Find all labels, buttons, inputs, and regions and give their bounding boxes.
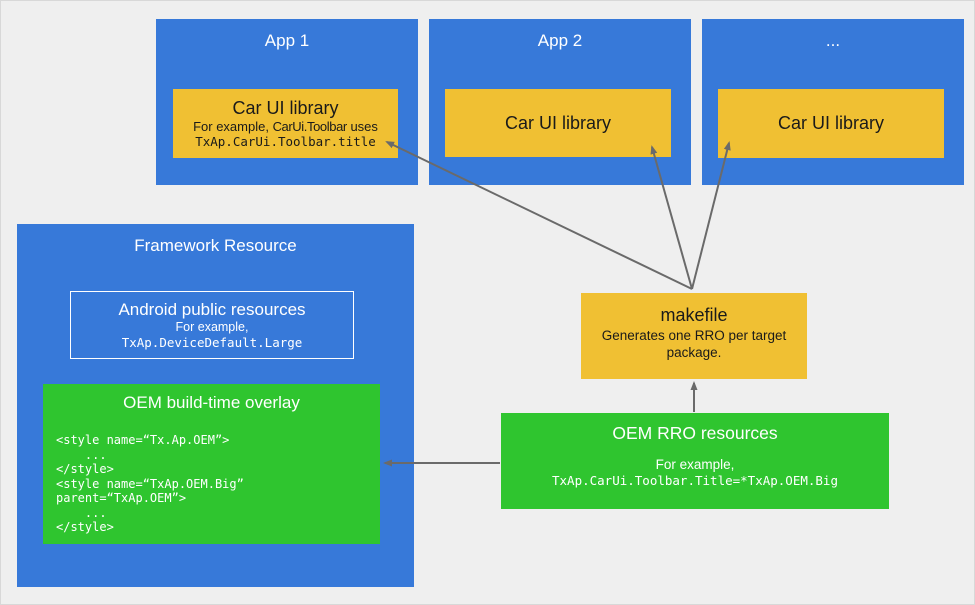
makefile-box: makefile Generates one RRO per target pa…	[581, 293, 807, 379]
android-public-resources-box: Android public resources For example, Tx…	[70, 291, 354, 359]
oem-rro-example-code: TxAp.CarUi.Toolbar.Title=*TxAp.OEM.Big	[552, 473, 838, 488]
app-3-title: ...	[825, 31, 841, 50]
example-suffix: uses	[346, 119, 378, 134]
oem-overlay-code: <style name=“Tx.Ap.OEM”> ... </style> <s…	[56, 433, 244, 534]
oem-rro-resources-title: OEM RRO resources	[612, 423, 778, 443]
car-ui-library-title: Car UI library	[504, 112, 611, 133]
public-resources-example-code: TxAp.DeviceDefault.Large	[121, 335, 303, 350]
oem-rro-example-label: For example,	[655, 457, 735, 472]
framework-resource-title: Framework Resource	[134, 236, 297, 255]
car-ui-library-title: Car UI library	[232, 98, 339, 118]
oem-build-time-overlay-box: OEM build-time overlay <style name=“Tx.A…	[43, 384, 380, 544]
example-prefix: For example,	[193, 119, 273, 134]
framework-resource-box: Framework Resource Android public resour…	[17, 224, 414, 587]
makefile-title: makefile	[660, 305, 728, 325]
app-1-car-ui-library-box: Car UI library For example, CarUi.Toolba…	[173, 89, 398, 158]
oem-rro-resources-box: OEM RRO resources For example, TxAp.CarU…	[501, 413, 889, 509]
car-ui-library-example-code: TxAp.CarUi.Toolbar.title	[195, 134, 376, 149]
oem-rro-example: For example, TxAp.CarUi.Toolbar.Title=*T…	[552, 457, 838, 488]
app-1-title: App 1	[264, 31, 310, 50]
car-ui-library-title: Car UI library	[777, 113, 884, 133]
app-2-car-ui-library-box: Car UI library	[445, 89, 671, 157]
public-resources-example-label: For example,	[175, 320, 249, 334]
app-1-box: App 1 Car UI library For example, CarUi.…	[156, 19, 418, 185]
app-3-box: ... Car UI library	[702, 19, 964, 185]
app-2-box: App 2 Car UI library	[429, 19, 691, 185]
car-ui-library-example-line: For example, CarUi.Toolbar uses	[193, 119, 378, 134]
oem-build-time-overlay-title: OEM build-time overlay	[123, 393, 300, 412]
example-ref: CarUi.Toolbar	[272, 119, 348, 134]
app-2-title: App 2	[537, 31, 583, 50]
android-public-resources-title: Android public resources	[118, 300, 306, 319]
app-3-car-ui-library-box: Car UI library	[718, 89, 944, 158]
makefile-subtitle: Generates one RRO per target package.	[601, 328, 787, 360]
